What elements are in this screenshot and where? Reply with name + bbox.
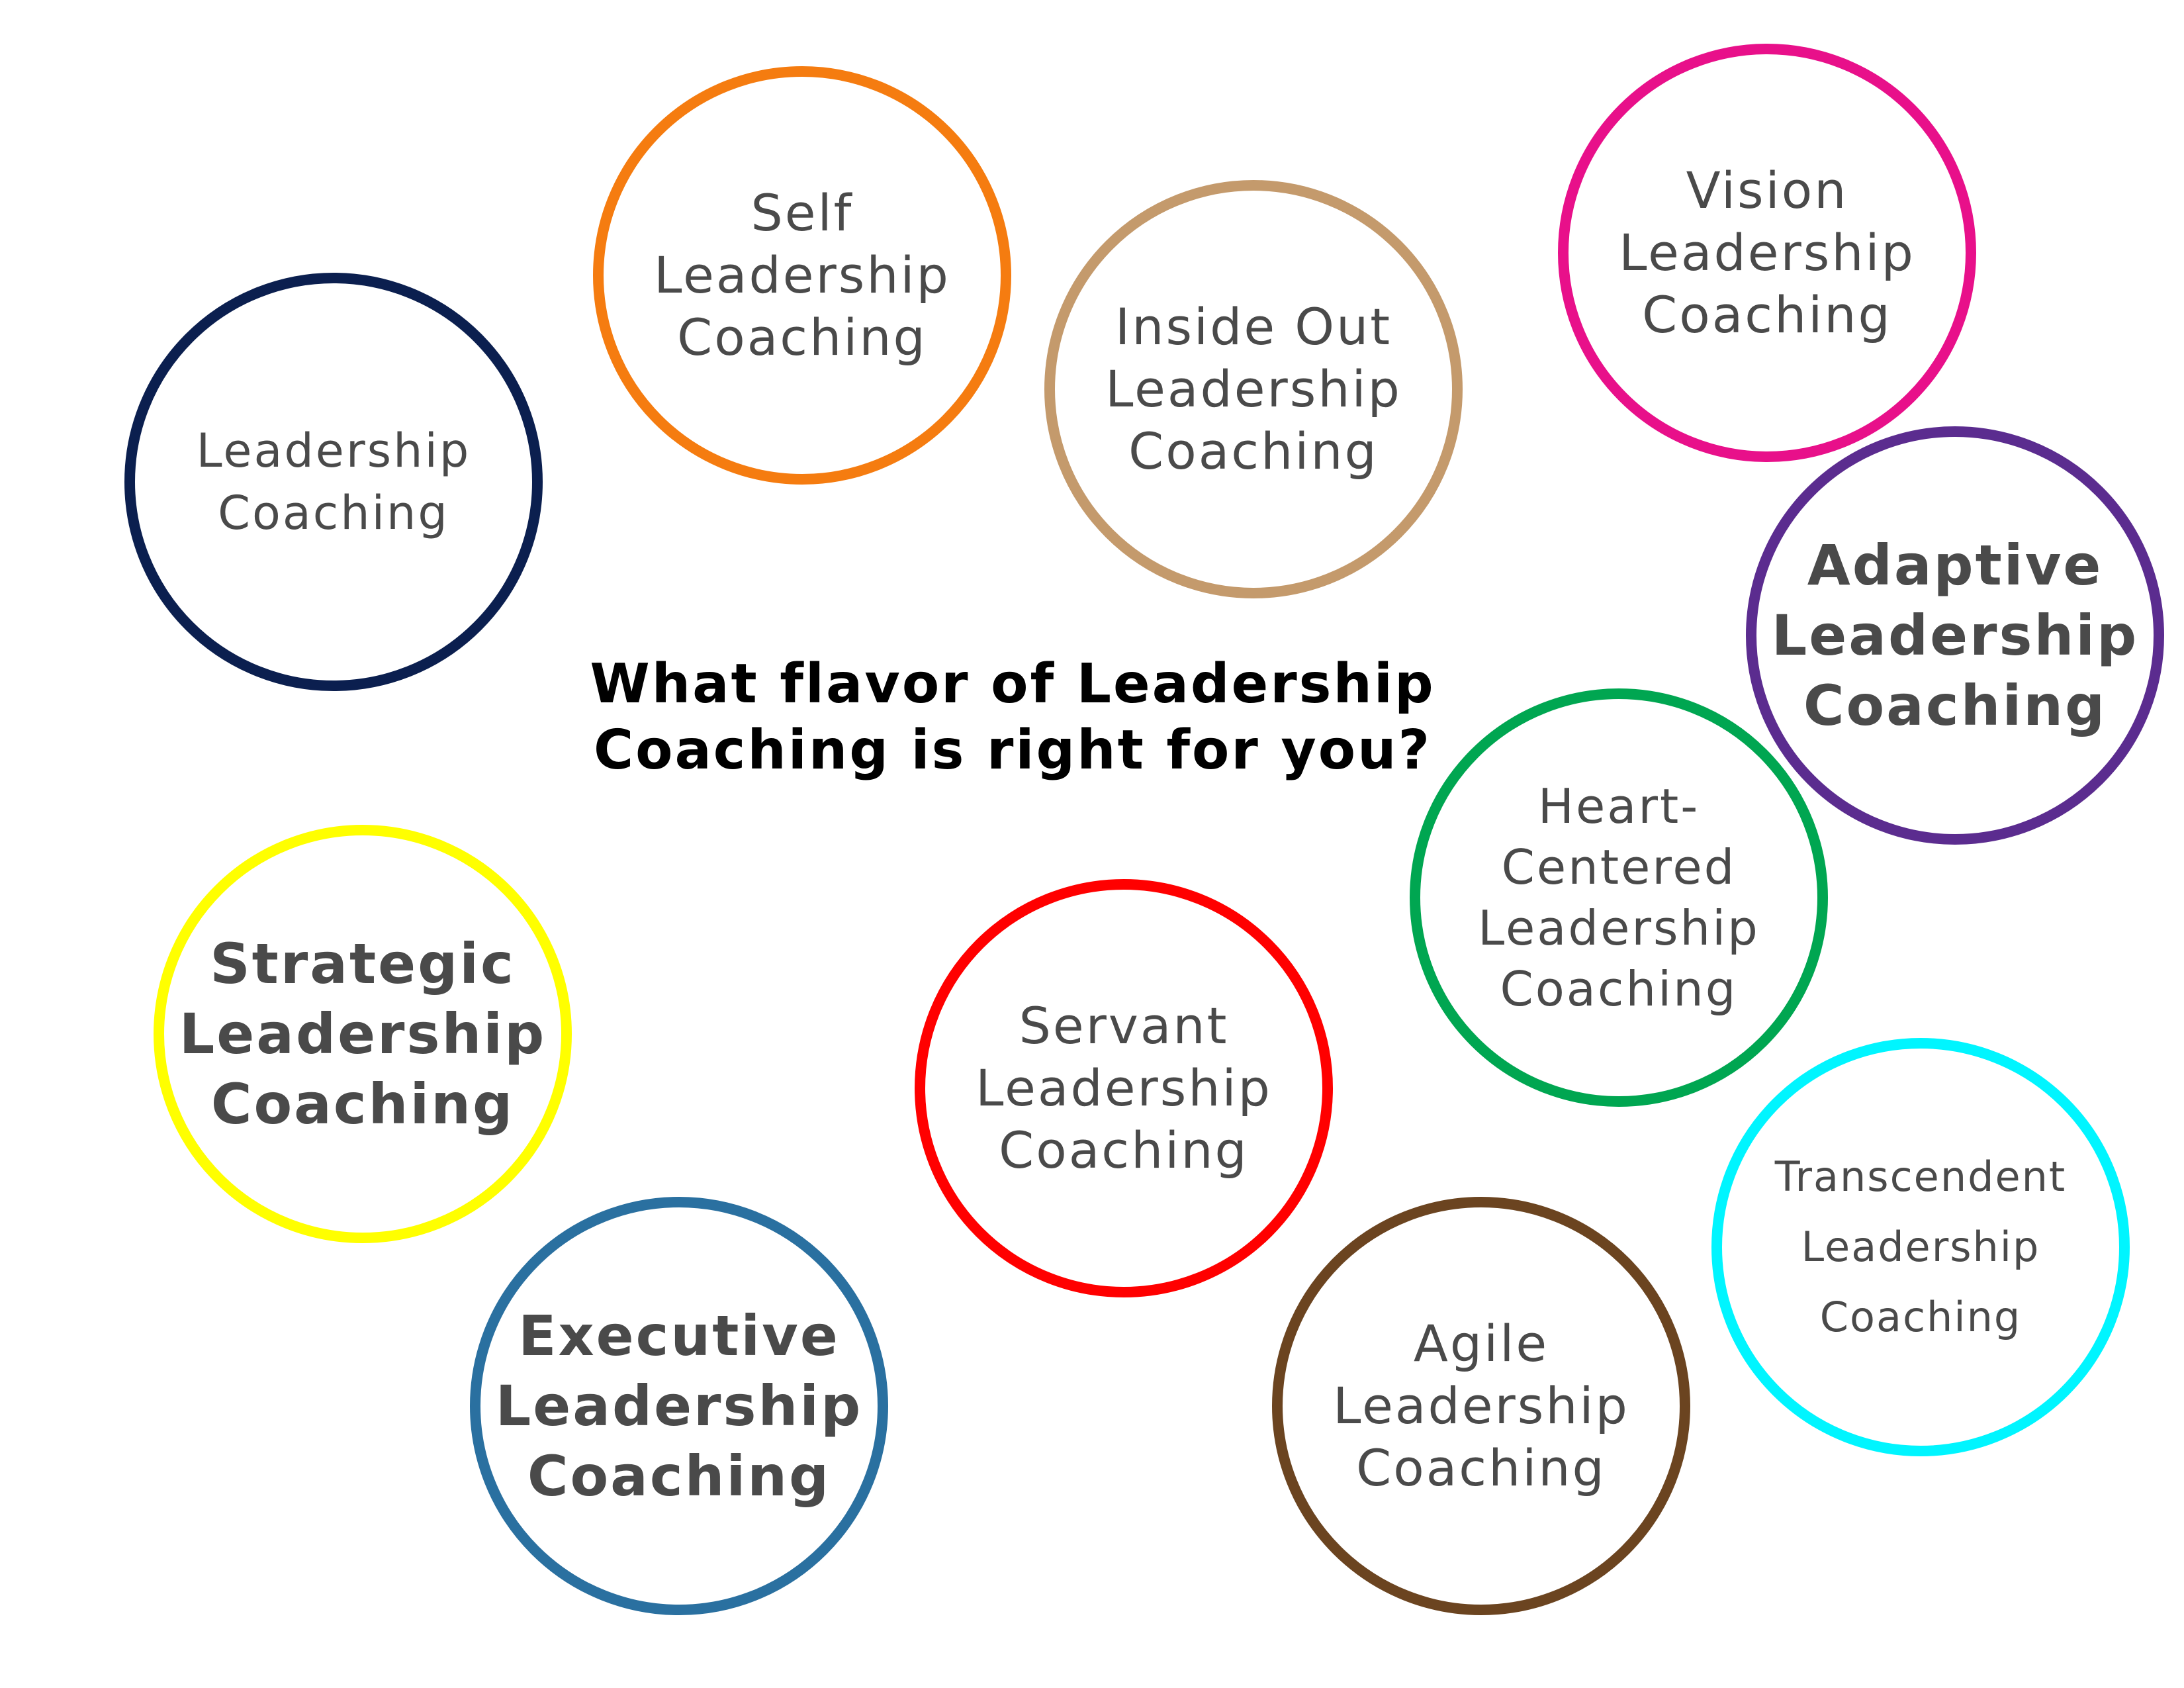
bubble-label-line: Leadership xyxy=(196,424,471,478)
bubble-label-line: Coaching xyxy=(1128,422,1379,481)
bubble-label-line: Leadership xyxy=(1333,1376,1629,1435)
bubble-label-line: Leadership xyxy=(1771,603,2139,668)
bubble-label: Inside Out Leadership Coaching xyxy=(1105,296,1402,483)
bubble-label-line: Servant xyxy=(1019,996,1229,1055)
bubble-inside-out-leadership-coaching: Inside Out Leadership Coaching xyxy=(1044,180,1463,598)
bubble-label-line: Executive xyxy=(518,1303,840,1368)
bubble-label: Vision Leadership Coaching xyxy=(1619,160,1915,346)
bubble-label-line: Leadership xyxy=(179,1002,547,1066)
bubble-label-line: Coaching xyxy=(1819,1293,2022,1341)
bubble-label: Adaptive Leadership Coaching xyxy=(1772,530,2138,741)
bubble-label: Executive Leadership Coaching xyxy=(496,1301,862,1511)
bubble-strategic-leadership-coaching: Strategic Leadership Coaching xyxy=(154,825,572,1243)
bubble-label-line: Heart- xyxy=(1537,778,1700,834)
bubble-label: Heart- Centered Leadership Coaching xyxy=(1478,776,1760,1019)
bubble-adaptive-leadership-coaching: Adaptive Leadership Coaching xyxy=(1746,426,2164,845)
bubble-label: Agile Leadership Coaching xyxy=(1333,1313,1629,1499)
bubble-agile-leadership-coaching: Agile Leadership Coaching xyxy=(1272,1197,1690,1615)
bubble-label-line: Coaching xyxy=(527,1444,831,1509)
bubble-label-line: Coaching xyxy=(1642,285,1892,344)
bubble-label: Transcendent Leadership Coaching xyxy=(1775,1142,2066,1352)
bubble-label-line: Leadership xyxy=(654,246,950,305)
bubble-label-line: Coaching xyxy=(210,1072,515,1137)
bubble-label: Leadership Coaching xyxy=(197,420,471,544)
bubble-label-line: Strategic xyxy=(210,931,516,996)
bubble-label-line: Inside Out xyxy=(1115,297,1392,356)
bubble-label-line: Agile xyxy=(1413,1314,1549,1373)
bubble-transcendent-leadership-coaching: Transcendent Leadership Coaching xyxy=(1711,1038,2130,1456)
bubble-label-line: Centered xyxy=(1501,839,1737,895)
bubble-heart-centered-leadership-coaching: Heart- Centered Leadership Coaching xyxy=(1410,688,1828,1107)
bubble-leadership-coaching: Leadership Coaching xyxy=(124,273,543,691)
bubble-label-line: Leadership xyxy=(1478,900,1760,956)
bubble-label-line: Leadership xyxy=(1619,223,1915,282)
bubble-label-line: Leadership xyxy=(1801,1223,2040,1271)
bubble-label-line: Leadership xyxy=(1105,359,1402,418)
bubble-label: Servant Leadership Coaching xyxy=(976,995,1272,1182)
bubble-self-leadership-coaching: Self Leadership Coaching xyxy=(593,66,1011,485)
bubble-label: Self Leadership Coaching xyxy=(654,182,950,369)
bubble-label-line: Coaching xyxy=(1356,1438,1606,1497)
bubble-label-line: Coaching xyxy=(1803,673,2107,738)
bubble-label-line: Leadership xyxy=(976,1058,1272,1117)
bubble-vision-leadership-coaching: Vision Leadership Coaching xyxy=(1558,44,1976,462)
central-question: What flavor of Leadership Coaching is ri… xyxy=(569,651,1456,784)
bubble-label-line: Transcendent xyxy=(1774,1152,2067,1201)
bubble-label: Strategic Leadership Coaching xyxy=(179,929,546,1139)
bubble-label-line: Vision xyxy=(1686,161,1848,220)
bubble-label-line: Coaching xyxy=(999,1121,1249,1180)
bubble-executive-leadership-coaching: Executive Leadership Coaching xyxy=(470,1197,888,1615)
bubble-label-line: Coaching xyxy=(218,486,449,540)
bubble-servant-leadership-coaching: Servant Leadership Coaching xyxy=(915,879,1333,1297)
bubble-label-line: Self xyxy=(751,183,854,242)
bubble-label-line: Adaptive xyxy=(1807,533,2103,598)
bubble-label-line: Coaching xyxy=(1500,961,1738,1017)
central-question-line: What flavor of Leadership xyxy=(590,653,1435,716)
bubble-label-line: Leadership xyxy=(495,1374,863,1438)
bubble-label-line: Coaching xyxy=(677,308,927,367)
central-question-line: Coaching is right for you? xyxy=(593,719,1432,782)
